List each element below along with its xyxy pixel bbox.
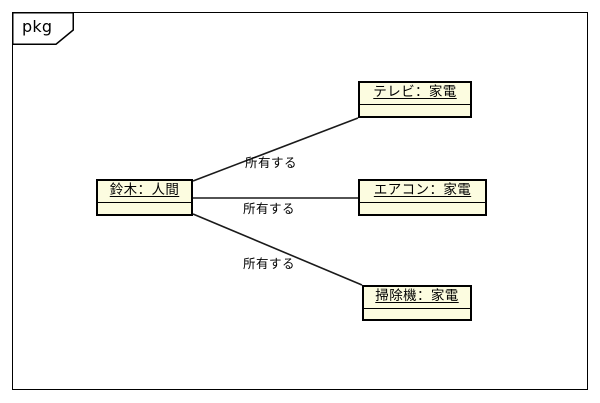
object-title-row: 鈴木：人間 bbox=[98, 181, 191, 203]
object-node-suzuki[interactable]: 鈴木：人間 bbox=[96, 179, 193, 216]
object-title-row: 掃除機：家電 bbox=[364, 287, 470, 309]
object-title-label: エアコン：家電 bbox=[373, 182, 472, 198]
object-title-label: 掃除機：家電 bbox=[375, 288, 459, 304]
object-title-row: テレビ：家電 bbox=[360, 83, 470, 105]
link-line-suzuki-tv[interactable] bbox=[192, 117, 359, 182]
object-attributes-compartment bbox=[360, 203, 485, 214]
object-title-label: テレビ：家電 bbox=[373, 84, 457, 100]
link-label-suzuki-aircon: 所有する bbox=[243, 201, 296, 216]
object-attributes-compartment bbox=[364, 309, 470, 319]
object-attributes-compartment bbox=[360, 105, 470, 116]
package-label: pkg bbox=[22, 17, 53, 36]
object-attributes-compartment bbox=[98, 203, 191, 214]
object-title-label: 鈴木：人間 bbox=[109, 182, 180, 198]
link-label-suzuki-tv: 所有する bbox=[245, 155, 298, 170]
object-node-vacuum[interactable]: 掃除機：家電 bbox=[362, 285, 472, 321]
package-frame bbox=[12, 12, 588, 390]
object-node-tv[interactable]: テレビ：家電 bbox=[358, 81, 472, 118]
link-label-suzuki-vacuum: 所有する bbox=[243, 256, 296, 271]
link-line-suzuki-vacuum[interactable] bbox=[192, 213, 363, 286]
object-title-row: エアコン：家電 bbox=[360, 181, 485, 203]
object-node-aircon[interactable]: エアコン：家電 bbox=[358, 179, 487, 216]
